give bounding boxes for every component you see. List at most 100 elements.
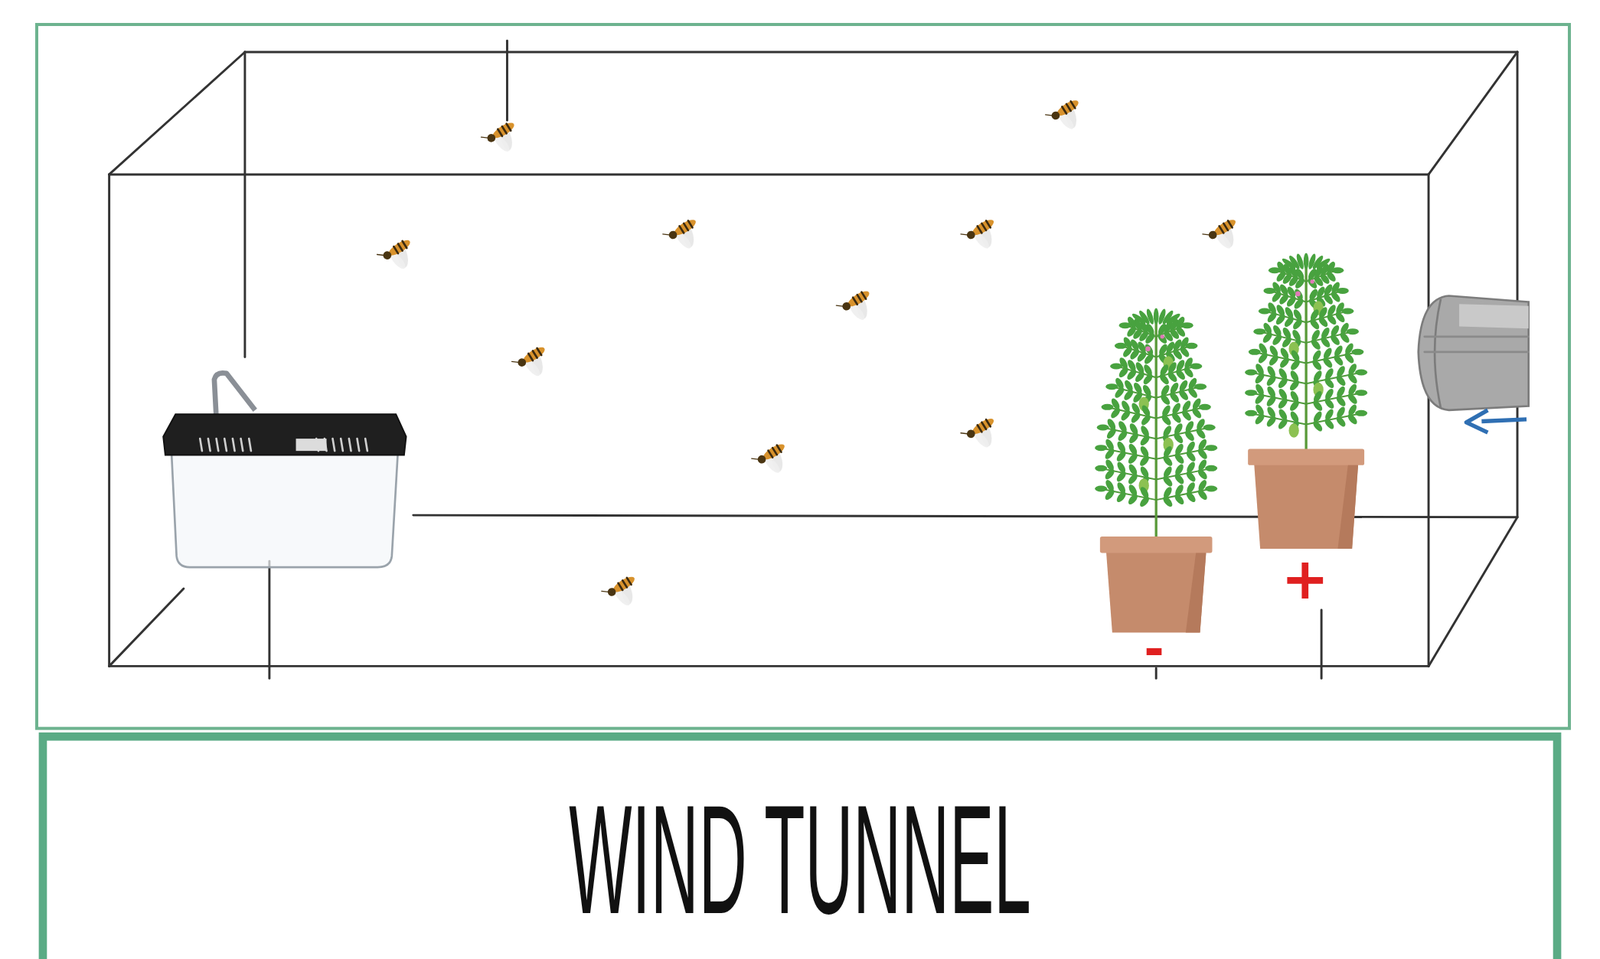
wasp-stripe [768,450,774,458]
plant-tuft [1165,312,1182,327]
plant-leaflet [1094,444,1107,451]
pot-shade [1185,552,1207,633]
plant-leaflet [1122,388,1135,402]
fan-highlight [1459,303,1529,329]
plant-leaflet [1094,465,1107,472]
container-vent [216,438,219,451]
wasp-stripe [537,348,543,356]
plant-leaflet [1322,417,1336,431]
wasp-antenna [377,251,384,258]
plant-leaflet [1119,322,1132,329]
plant-leaflet [1172,431,1185,445]
plant-leaflet [1172,451,1186,465]
plant-leaflet [1267,353,1280,367]
plant-leaflet [1244,369,1258,376]
wasp-stripe [1223,223,1228,231]
potted-plant [1094,307,1218,633]
plant-leaflet [1161,453,1174,467]
plant-pod [1288,423,1299,438]
plant-leaflet [1172,493,1186,507]
wasp [481,118,526,161]
plant-leaflet [1159,413,1173,427]
plant-leaflet [1101,404,1114,411]
plant-leaflet [1110,363,1123,370]
plant-leaflet [1161,474,1174,488]
container-vent [208,438,211,451]
plant-flower [1295,291,1301,298]
plant-leaflet [1263,287,1276,294]
pot-shade [1337,465,1359,549]
plant-leaflet [1204,485,1218,492]
plant-leaflet [1159,392,1172,406]
wasp-stripe [977,225,983,233]
potted-plant [1244,252,1368,549]
air-arrow [1481,419,1527,422]
wasp-stripe [986,220,991,228]
wasp-stripe [852,297,858,305]
box-edge [1427,174,1431,667]
plant-leaflet [1328,333,1342,347]
plant-pot [1253,463,1359,549]
plant-leaflet [1309,337,1323,351]
plant-leaflet [1114,342,1127,350]
plant-leaflet [1334,414,1347,428]
plant-leaflet [1161,495,1174,509]
plant-leaflet [1115,449,1128,463]
plant-leaflet [1203,424,1216,431]
plant-leaflet [1244,410,1258,417]
container-vent [232,438,236,451]
plant-leaflet [1351,349,1364,356]
plant-leaflet [1126,472,1140,486]
plant-leaflet [1129,411,1142,425]
container-body [171,450,399,568]
air-arrow-head [1466,410,1488,433]
plant-leaflet [1355,389,1368,396]
wasp-stripe [618,583,624,591]
wasp-stripe [688,220,693,228]
plant-leaflet [1278,355,1291,369]
wasp-antenna [512,359,519,366]
plant-stem [1155,318,1158,539]
plant-leaflet [1258,308,1271,315]
wasp-stripe [857,294,863,302]
plant-leaflet [1194,383,1207,390]
plant-leaflet [1184,490,1197,504]
wasp-stripe [777,445,782,453]
wasp-antenna [1202,231,1209,238]
wind-fan [1418,296,1529,434]
wasp-antenna [601,588,608,595]
plant-tuft [1303,253,1310,270]
wasp-antenna [960,430,967,437]
plant-leaflet [1248,349,1261,356]
plant-flower [1309,279,1314,284]
plant-leaflet [1288,398,1301,412]
wasp [751,440,797,483]
plant-leaflet [1253,328,1266,335]
plant-leaflet [1177,388,1190,402]
treatment-sign: - [1128,624,1180,674]
wasp-stripe [1061,106,1067,114]
wasp-antenna [835,303,843,310]
wasp-antenna [751,456,758,463]
container-handle [214,372,255,418]
wasp-stripe [502,126,507,134]
wasp-stripe [1071,101,1076,108]
plant-leaflet [1264,414,1277,428]
container-vent [248,438,252,451]
plant-leaflet [1119,408,1132,422]
plant-leaflet [1276,376,1290,390]
plant-leaflet [1204,444,1218,451]
wasp-stripe [506,124,512,131]
wasp [835,287,881,330]
plant-leaflet [1334,374,1347,388]
plant-leaflet [1126,451,1140,465]
plant-leaflet [1184,449,1197,463]
fan-groove [1424,351,1529,354]
plant-pot-rim [1247,448,1365,465]
plant-leaflet [1332,353,1345,367]
title-box: WIND TUNNEL [39,732,1562,959]
tunnel-box [109,52,1518,667]
wasp-antenna [481,134,488,141]
plant-leaflet [1355,410,1368,417]
